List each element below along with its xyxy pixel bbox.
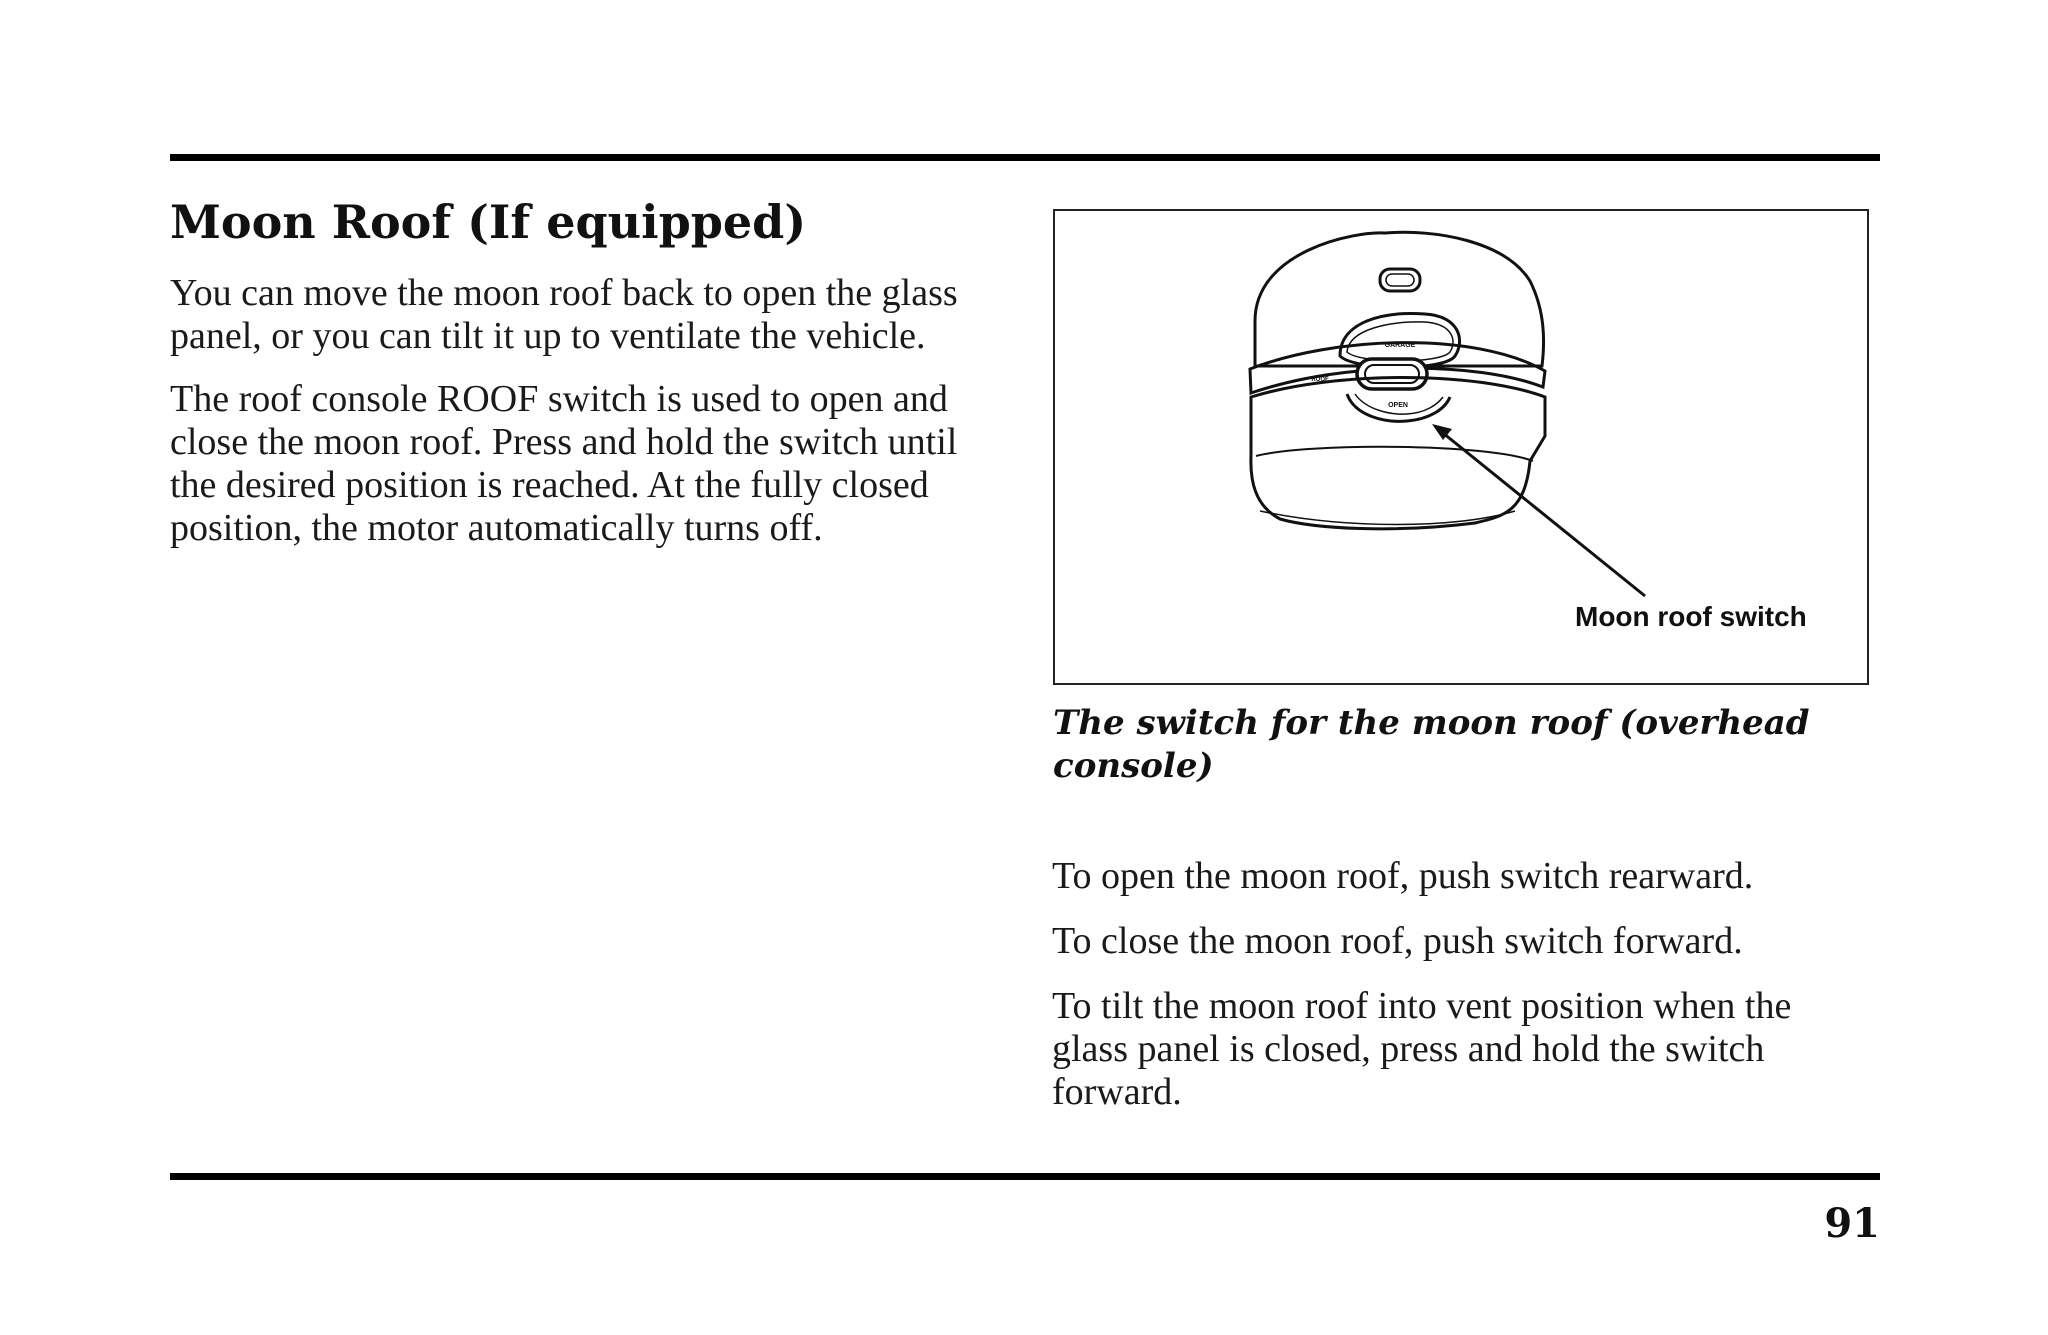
open-button xyxy=(1345,393,1452,423)
top-rule xyxy=(170,154,1880,161)
console-upper-housing xyxy=(1253,230,1546,368)
overhead-console-illustration: GARAGE ROOF OPEN xyxy=(1248,230,1646,598)
section-heading: Moon Roof (If equipped) xyxy=(170,195,807,249)
roof-label: ROOF xyxy=(1311,377,1329,383)
page-number: 91 xyxy=(1824,1200,1880,1247)
open-instruction: To open the moon roof, push switch rearw… xyxy=(1052,855,1754,897)
bottom-rule xyxy=(170,1173,1880,1180)
moon-roof-figure: GARAGE ROOF OPEN Moon roof switch xyxy=(1053,209,1869,685)
left-column: You can move the moon roof back to open … xyxy=(170,272,990,570)
open-label: OPEN xyxy=(1388,402,1408,409)
moon-roof-switch xyxy=(1355,357,1429,391)
callout-arrow-line xyxy=(1437,427,1646,598)
figure-caption: The switch for the moon roof (overhead c… xyxy=(1053,703,1810,786)
close-instruction: To close the moon roof, push switch forw… xyxy=(1052,920,1743,962)
top-small-button xyxy=(1378,267,1422,293)
console-middle-band xyxy=(1248,341,1547,396)
right-column: To open the moon roof, push switch rearw… xyxy=(1052,855,1872,1136)
tilt-instruction: To tilt the moon roof into vent position… xyxy=(1052,985,1792,1113)
intro-paragraph: You can move the moon roof back to open … xyxy=(170,272,958,357)
console-lower-housing xyxy=(1249,376,1547,531)
callout-arrowhead xyxy=(1432,424,1452,440)
garage-label: GARAGE xyxy=(1385,342,1416,349)
switch-usage-paragraph: The roof console ROOF switch is used to … xyxy=(170,378,958,549)
callout-label: Moon roof switch xyxy=(1575,601,1807,632)
